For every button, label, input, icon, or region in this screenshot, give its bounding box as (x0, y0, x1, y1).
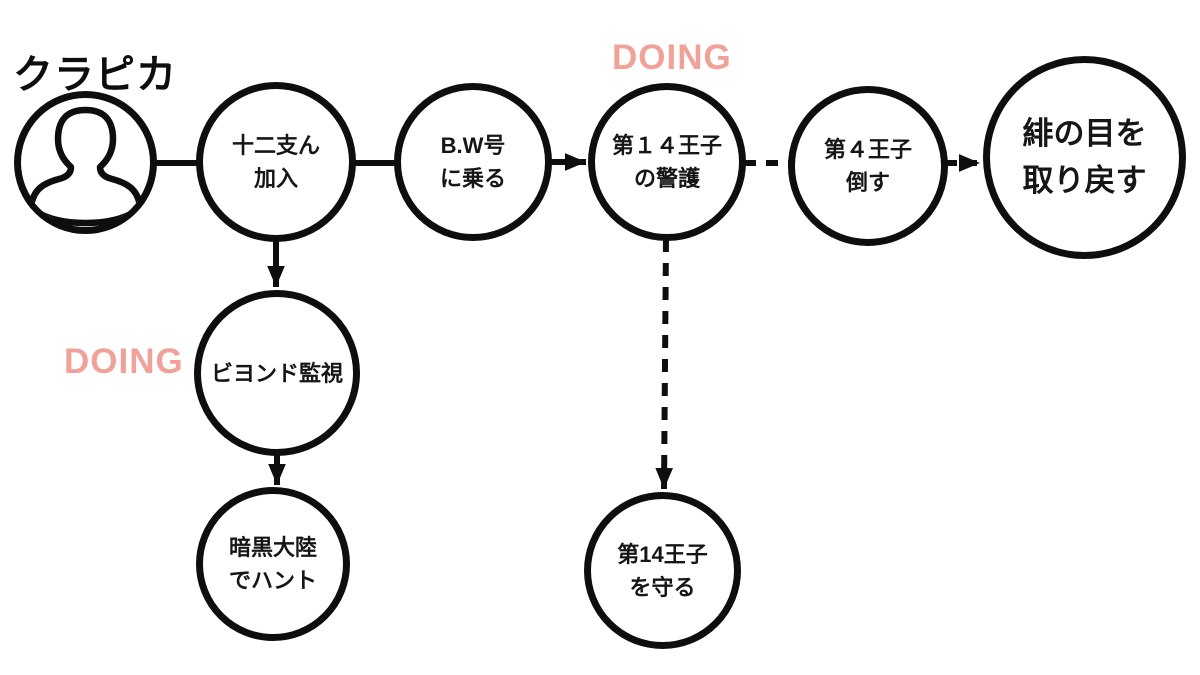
node-protect-14th-prince: 第14王子 を守る (584, 492, 741, 649)
node-label: 十二支ん (231, 133, 320, 158)
node-guard-14th-prince: 第１４王子 の警護 (588, 83, 746, 241)
node-label: 第４王子 (823, 137, 912, 162)
node-label: でハント (228, 568, 317, 593)
node-label: 暗黒大陸 (228, 535, 317, 560)
node-board-bw-ship: B.W号 に乗る (394, 83, 552, 241)
node-hunt-dark-continent: 暗黒大陸 でハント (196, 487, 350, 641)
kurapika-avatar (14, 91, 157, 234)
node-label: 第14王子 (617, 541, 708, 567)
node-label: 加入 (253, 166, 298, 191)
node-label: B.W号 (440, 133, 506, 158)
node-label: 倒す (845, 170, 890, 195)
node-label: ビヨンド監視 (210, 360, 343, 386)
node-reclaim-scarlet-eyes: 緋の目を 取り戻す (983, 56, 1186, 259)
connector-guard-to-protect-dashed-arrow (655, 238, 673, 490)
node-label: に乗る (439, 166, 506, 191)
node-label: 取り戻す (1022, 162, 1147, 198)
node-label: の警護 (633, 166, 700, 191)
status-label-doing-guard: DOING (612, 38, 732, 77)
node-label: 緋の目を (1022, 116, 1147, 151)
node-label: を守る (629, 574, 696, 600)
page-title: クラピカ (13, 53, 177, 97)
node-defeat-4th-prince: 第４王子 倒す (788, 86, 948, 246)
status-label-doing-beyond: DOING (64, 342, 184, 381)
node-join-zodiacs: 十二支ん 加入 (196, 82, 356, 242)
node-label: 第１４王子 (611, 133, 722, 158)
node-monitor-beyond: ビヨンド監視 (194, 290, 360, 456)
